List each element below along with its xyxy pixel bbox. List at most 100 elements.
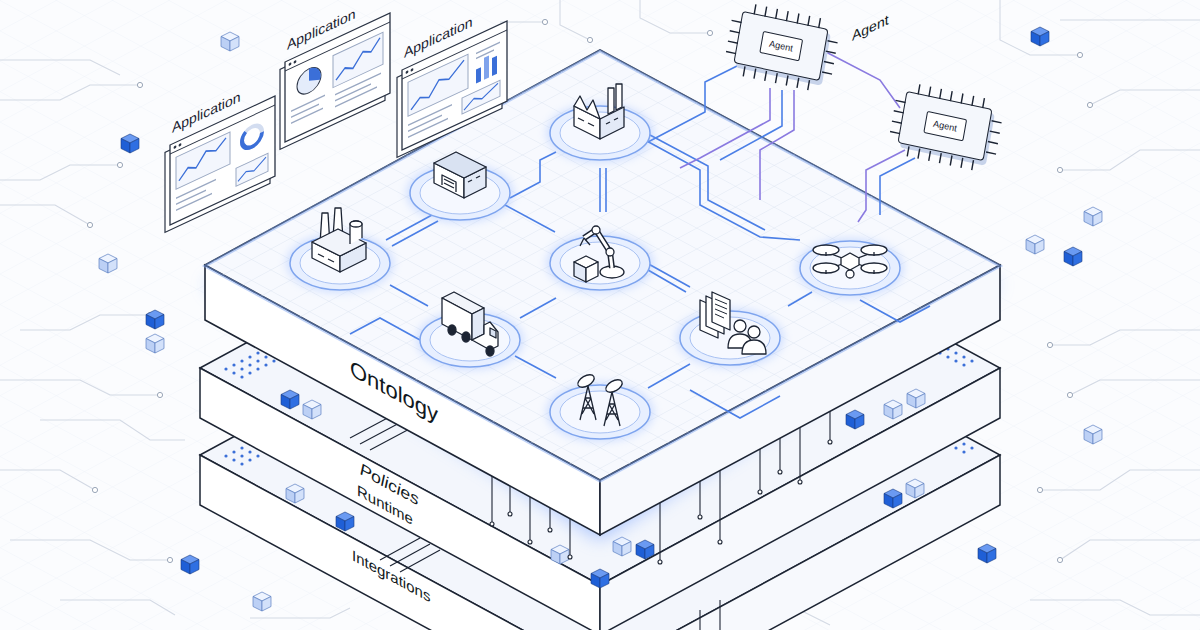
- plate-dots: [272, 359, 275, 362]
- plate-trace: [648, 270, 686, 292]
- plate-stub: [719, 600, 720, 630]
- plate-pin: [779, 438, 780, 470]
- plate-cube: [636, 540, 654, 559]
- trace-pad: [1057, 557, 1062, 562]
- plate-pin: [490, 522, 494, 526]
- agent-wire: [720, 90, 782, 160]
- agent-wire: [760, 90, 794, 200]
- icon-base: [560, 391, 640, 433]
- plant-icon: [312, 208, 366, 272]
- trace-pad: [587, 37, 592, 42]
- antenna-icon: [604, 392, 620, 426]
- plate-stub: [400, 550, 440, 572]
- factory-icon: [606, 118, 618, 124]
- background-trace: [1060, 540, 1200, 560]
- plate-cube: [551, 545, 569, 564]
- chip-pins: [907, 84, 920, 156]
- agent-chip: Agent: [733, 11, 828, 81]
- plate-cube: [591, 569, 609, 588]
- plate-dots: [264, 355, 267, 358]
- background-trace: [0, 85, 140, 100]
- trace-pad: [1077, 52, 1082, 57]
- warehouse-icon: [444, 179, 454, 188]
- background-cube: [146, 334, 164, 353]
- truck-icon: [472, 322, 498, 350]
- trace-pad: [542, 19, 547, 24]
- application-screen: Application: [285, 13, 390, 142]
- plate-dots: [946, 355, 949, 358]
- background-trace: [0, 60, 120, 75]
- plate-cube: [286, 484, 304, 503]
- plate-stub: [390, 544, 430, 566]
- plate-pin: [799, 428, 800, 480]
- screen-chart: [476, 67, 481, 83]
- warehouse-icon: [434, 152, 486, 198]
- plate-pin: [758, 490, 762, 494]
- application-screen: Application: [170, 96, 275, 225]
- screen-chart: [236, 153, 268, 186]
- plate-dots: [240, 446, 243, 449]
- chip-die: Agent: [923, 111, 966, 141]
- plate-dots: [240, 375, 243, 378]
- screen-chart: [492, 56, 497, 76]
- plate-pin: [569, 519, 570, 555]
- background-trace: [40, 420, 185, 440]
- plate-cube: [336, 512, 354, 531]
- antenna-icon: [576, 372, 597, 390]
- agent-wire: [880, 158, 915, 215]
- plate-dots: [962, 355, 965, 358]
- plate-pin: [829, 411, 830, 440]
- documents-icon: [715, 299, 727, 318]
- documents-icon: [700, 292, 766, 354]
- trace-pad: [92, 487, 97, 492]
- plate-trace: [505, 205, 555, 232]
- plate-dots: [224, 454, 227, 457]
- trace-pad: [87, 222, 92, 227]
- plate-dots: [954, 351, 957, 354]
- chip-label: Agent: [768, 38, 793, 53]
- background-cube: [1026, 235, 1044, 254]
- plate-trace: [350, 135, 930, 418]
- plate-pin: [828, 440, 832, 444]
- plate-dots: [248, 371, 251, 374]
- trace-pad: [167, 557, 172, 562]
- agent-wire: [858, 150, 905, 222]
- background-cube: [99, 254, 117, 273]
- background-cube: [1031, 27, 1049, 46]
- trace-pad: [157, 392, 162, 397]
- documents-icon: [734, 320, 746, 332]
- background-trace: [1050, 330, 1200, 345]
- background-trace: [10, 540, 170, 560]
- plate-dots: [232, 371, 235, 374]
- plate-dots: [256, 454, 259, 457]
- plate-dots: [962, 442, 965, 445]
- agent-wire: [648, 62, 745, 142]
- plant-icon: [350, 221, 362, 244]
- factory-icon: [608, 88, 614, 114]
- plate-dots: [256, 367, 259, 370]
- robot-arm-icon: [574, 262, 586, 282]
- chip-pins: [808, 18, 821, 90]
- truck-icon: [490, 328, 496, 338]
- plate-dots: [962, 363, 965, 366]
- screen-chart: [176, 132, 230, 189]
- trace-pad: [137, 82, 142, 87]
- background-trace: [1090, 90, 1200, 105]
- plate-pin: [491, 476, 492, 522]
- plate-dots: [232, 458, 235, 461]
- plate-stub: [699, 610, 700, 630]
- background-trace: [560, 0, 590, 40]
- antenna-icon: [576, 372, 625, 426]
- plate-dots: [240, 454, 243, 457]
- application-screen: Application: [402, 21, 507, 150]
- plate-trace: [350, 318, 420, 340]
- screen-chart: [484, 55, 489, 79]
- robot-arm-icon: [592, 226, 600, 234]
- screen-chart: [242, 122, 262, 151]
- robot-arm-icon: [606, 248, 614, 256]
- plate-pin: [508, 512, 512, 516]
- screen-chart: [476, 42, 500, 58]
- plate-dots: [248, 458, 251, 461]
- screen-chart: [406, 70, 409, 74]
